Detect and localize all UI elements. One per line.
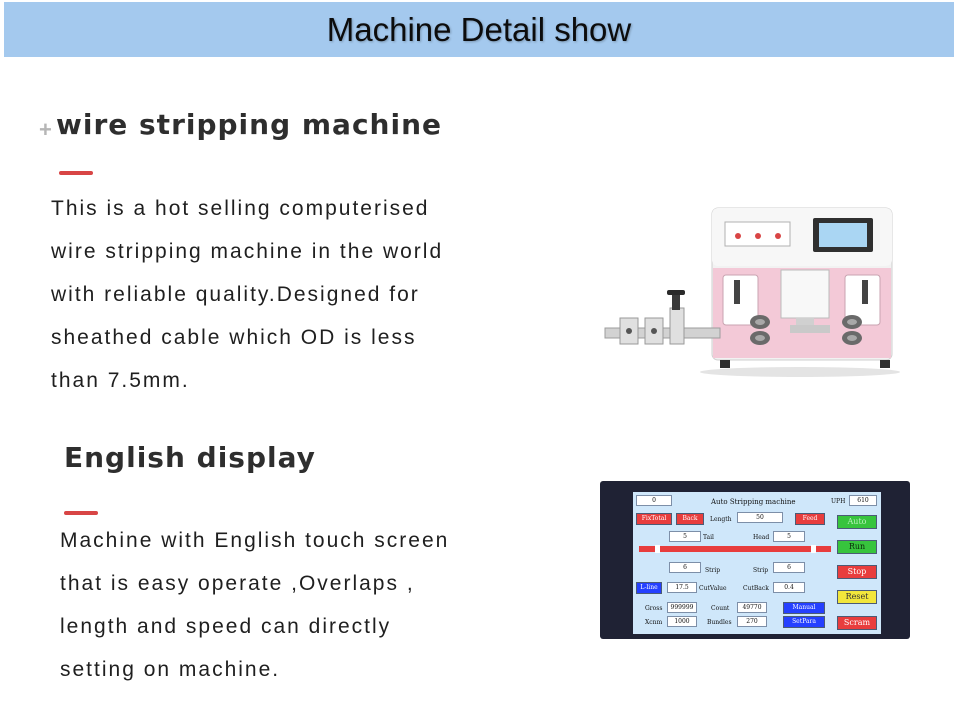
feed-button[interactable]: Feed — [795, 513, 825, 525]
accent-dash — [59, 171, 93, 175]
page-title: Machine Detail show — [326, 11, 632, 48]
back-button[interactable]: Back — [676, 513, 704, 525]
description-line: than 7.5mm. — [51, 369, 190, 392]
description-line: that is easy operate ,Overlaps , — [60, 572, 415, 595]
strip-left-value: 6 — [669, 562, 701, 573]
count-value: 49770 — [737, 602, 767, 613]
head-value: 5 — [773, 531, 805, 542]
touch-screen-display: 0 Auto Stripping machine UPH 610 FixTota… — [633, 492, 881, 634]
run-button[interactable]: Run — [837, 540, 877, 554]
uph-label: UPH — [831, 498, 846, 505]
fixtotal-button[interactable]: FixTotal — [636, 513, 672, 525]
stop-button[interactable]: Stop — [837, 565, 877, 579]
tail-label: Tail — [703, 534, 714, 541]
wire-stripping-machine-image — [604, 207, 900, 377]
description-line: wire stripping machine in the world — [51, 240, 444, 263]
tail-value: 5 — [669, 531, 701, 542]
head-label: Head — [753, 534, 770, 541]
xcnm-value: 1000 — [667, 616, 697, 627]
bar-marker — [655, 545, 660, 553]
count-label: Count — [711, 605, 730, 612]
cutvalue-label: CutValue — [699, 585, 727, 592]
section2-description: Machine with English touch screen that i… — [60, 519, 449, 691]
description-line: length and speed can directly — [60, 615, 392, 638]
length-label: Length — [710, 516, 732, 523]
setpara-button[interactable]: SetPara — [783, 616, 825, 628]
description-line: setting on machine. — [60, 658, 281, 681]
auto-button[interactable]: Auto — [837, 515, 877, 529]
bar-marker — [811, 545, 816, 553]
length-value: 50 — [737, 512, 783, 523]
description-line: Machine with English touch screen — [60, 529, 450, 552]
screen-header: Auto Stripping machine — [711, 498, 796, 506]
bundles-value: 270 — [737, 616, 767, 627]
l-line-button[interactable]: L-line — [636, 582, 662, 594]
scram-button[interactable]: Scram — [837, 616, 877, 630]
manual-button[interactable]: Manual — [783, 602, 825, 614]
description-line: sheathed cable which OD is less — [51, 326, 417, 349]
title-banner: Machine Detail show — [4, 2, 954, 57]
section-title-english-display: English display — [64, 441, 316, 474]
cutvalue-value: 17.5 — [667, 582, 697, 593]
uph-value: 610 — [849, 495, 877, 506]
top-left-value: 0 — [636, 495, 672, 506]
touch-screen-image: 0 Auto Stripping machine UPH 610 FixTota… — [600, 481, 910, 639]
reset-button[interactable]: Reset — [837, 590, 877, 604]
section-title-wire-stripping: wire stripping machine — [56, 108, 442, 141]
plus-icon: + — [39, 117, 52, 142]
accent-dash — [64, 511, 98, 515]
description-line: This is a hot selling computerised — [51, 197, 430, 220]
strip-right-label: Strip — [753, 567, 769, 574]
strip-right-value: 6 — [773, 562, 805, 573]
cutback-value: 0.4 — [773, 582, 805, 593]
xcnm-label: Xcnm — [645, 619, 663, 626]
bundles-label: Bundles — [707, 619, 732, 626]
cutback-label: CutBack — [743, 585, 769, 592]
wire-bar — [639, 546, 831, 552]
section1-description: This is a hot selling computerised wire … — [51, 187, 443, 402]
gross-value: 999999 — [667, 602, 697, 613]
strip-label: Strip — [705, 567, 721, 574]
description-line: with reliable quality.Designed for — [51, 283, 420, 306]
gross-label: Gross — [645, 605, 663, 612]
